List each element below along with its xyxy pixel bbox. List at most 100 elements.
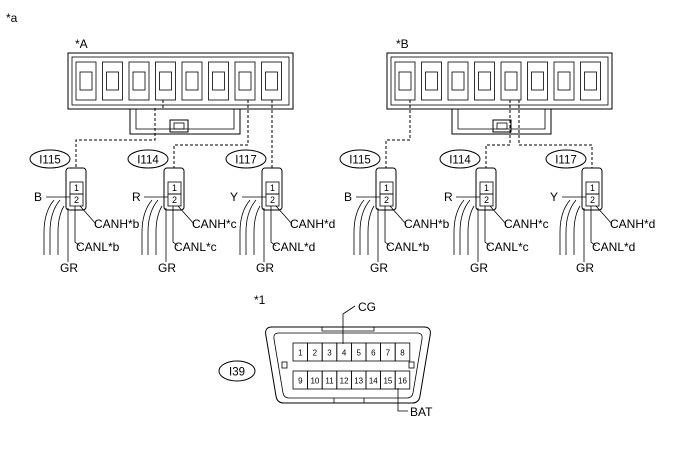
housing-cavity — [580, 61, 601, 101]
pin-1-signal-label: CANH*b — [94, 217, 140, 231]
pin-2-label: 2 — [484, 195, 489, 205]
housing-cavity — [553, 61, 575, 101]
dlc-pin-cell — [394, 370, 411, 390]
ground-label: GR — [158, 261, 176, 275]
dlc-pin-number: 13 — [354, 377, 363, 386]
terminal-id-label: I117 — [555, 155, 577, 167]
dlc-pin-cell — [394, 342, 411, 362]
housing-cavity — [208, 61, 229, 101]
dlc-pin-number: 2 — [313, 349, 318, 358]
connector-a-housing — [67, 52, 294, 135]
housing-cavity — [102, 61, 123, 101]
dlc-pin-number: 3 — [327, 349, 332, 358]
pin-2-signal-label: CANL*b — [76, 240, 120, 254]
dlc-pin-number: 15 — [383, 377, 392, 386]
housing-cavity — [394, 61, 416, 101]
ground-label: GR — [370, 261, 388, 275]
connector-a-label: *A — [75, 37, 88, 51]
pin-2-signal-label: CANL*c — [174, 240, 217, 254]
dlc-pin-number: 16 — [398, 377, 407, 386]
pin-1-signal-label: CANH*c — [192, 217, 237, 231]
housing-cavity — [128, 61, 150, 101]
pin-1-label: 1 — [74, 183, 79, 193]
housing-cavity — [447, 61, 469, 101]
pin-2-label: 2 — [172, 195, 177, 205]
dlc-pin-number: 1 — [298, 349, 303, 358]
dlc-pin-number: 5 — [356, 349, 361, 358]
ground-label: GR — [470, 261, 488, 275]
pin-1-label: 1 — [484, 183, 489, 193]
dlc-pin-number: 14 — [369, 377, 378, 386]
dlc-pin-number: 11 — [325, 377, 334, 386]
wire-color-label: Y — [230, 190, 238, 204]
terminal-id-label: I114 — [137, 155, 159, 167]
pin-1-signal-label: CANH*b — [404, 217, 450, 231]
bat-label: BAT — [410, 405, 433, 419]
housing-cavity — [421, 61, 442, 101]
terminal-group-a-i114: I114 1 2 R CANH*c CANL*c GR — [127, 149, 237, 275]
dlc-pin-number: 8 — [400, 349, 405, 358]
pin-2-label: 2 — [590, 195, 595, 205]
dlc-pin-number: 9 — [298, 377, 303, 386]
ground-label: GR — [576, 261, 594, 275]
terminal-group-a-i117: I117 1 2 Y CANH*d CANL*d GR — [225, 149, 335, 275]
cg-label: CG — [358, 300, 376, 314]
dlc-pin-number: 12 — [340, 377, 349, 386]
terminal-id-label: I117 — [235, 155, 257, 167]
pin-2-label: 2 — [74, 195, 79, 205]
terminal-id-label: I115 — [39, 155, 61, 167]
pin-1-signal-label: CANH*d — [610, 217, 655, 231]
wire-color-label: R — [444, 190, 453, 204]
housing-cavity — [75, 61, 97, 101]
terminal-group-b-i117: I117 1 2 Y CANH*d CANL*d GR — [545, 149, 655, 275]
connector-b-housing — [386, 52, 613, 135]
wire-color-label: R — [132, 190, 141, 204]
housing-cavity — [155, 61, 176, 101]
wire-color-label: B — [34, 190, 42, 204]
connector-a: *A — [67, 37, 294, 170]
connector-b: *B — [385, 37, 613, 170]
dlc-pin-number: 7 — [386, 349, 391, 358]
terminal-id-label: I114 — [449, 155, 471, 167]
housing-cavity — [500, 61, 522, 101]
connector-b-label: *B — [396, 37, 409, 51]
dlc-pin-number: 6 — [371, 349, 376, 358]
pin-1-label: 1 — [384, 183, 389, 193]
terminal-id-label: I115 — [349, 155, 371, 167]
pin-1-label: 1 — [590, 183, 595, 193]
pin-2-signal-label: CANL*b — [386, 240, 430, 254]
terminal-group-b-i114: I114 1 2 R CANH*c CANL*c GR — [439, 149, 549, 275]
pin-2-label: 2 — [384, 195, 389, 205]
dlc-outer-shell — [265, 326, 431, 404]
housing-cavity — [234, 61, 256, 101]
pin-1-label: 1 — [172, 183, 177, 193]
housing-cavity — [181, 61, 203, 101]
pin-2-signal-label: CANL*d — [592, 240, 635, 254]
housing-cavity — [261, 61, 282, 101]
terminal-group-b-i115: I115 1 2 B CANH*b CANL*b GR — [339, 149, 450, 275]
dlc-bottom-pin-row: 9 10 11 12 13 14 15 16 — [292, 370, 411, 390]
pin-1-signal-label: CANH*c — [504, 217, 549, 231]
pin-2-label: 2 — [270, 195, 275, 205]
connector-a-dashed-leads — [75, 100, 273, 170]
pin-1-signal-label: CANH*d — [290, 217, 335, 231]
ground-label: GR — [60, 261, 78, 275]
figure-label: *a — [6, 11, 18, 25]
pin-2-signal-label: CANL*c — [486, 240, 529, 254]
dlc-id-label: I39 — [229, 367, 245, 379]
dlc-pin-number: 4 — [342, 349, 347, 358]
connector-b-dashed-leads — [385, 100, 593, 170]
pin-1-label: 1 — [270, 183, 275, 193]
wire-color-label: B — [344, 190, 352, 204]
housing-cavity — [474, 61, 495, 101]
pin-2-signal-label: CANL*d — [272, 240, 315, 254]
housing-cavity — [527, 61, 548, 101]
dlc-pin-number: 10 — [310, 377, 319, 386]
dlc-label: *1 — [254, 293, 266, 307]
wire-color-label: Y — [550, 190, 558, 204]
terminal-group-a-i115: I115 1 2 B CANH*b CANL*b GR — [29, 149, 140, 275]
ground-label: GR — [256, 261, 274, 275]
